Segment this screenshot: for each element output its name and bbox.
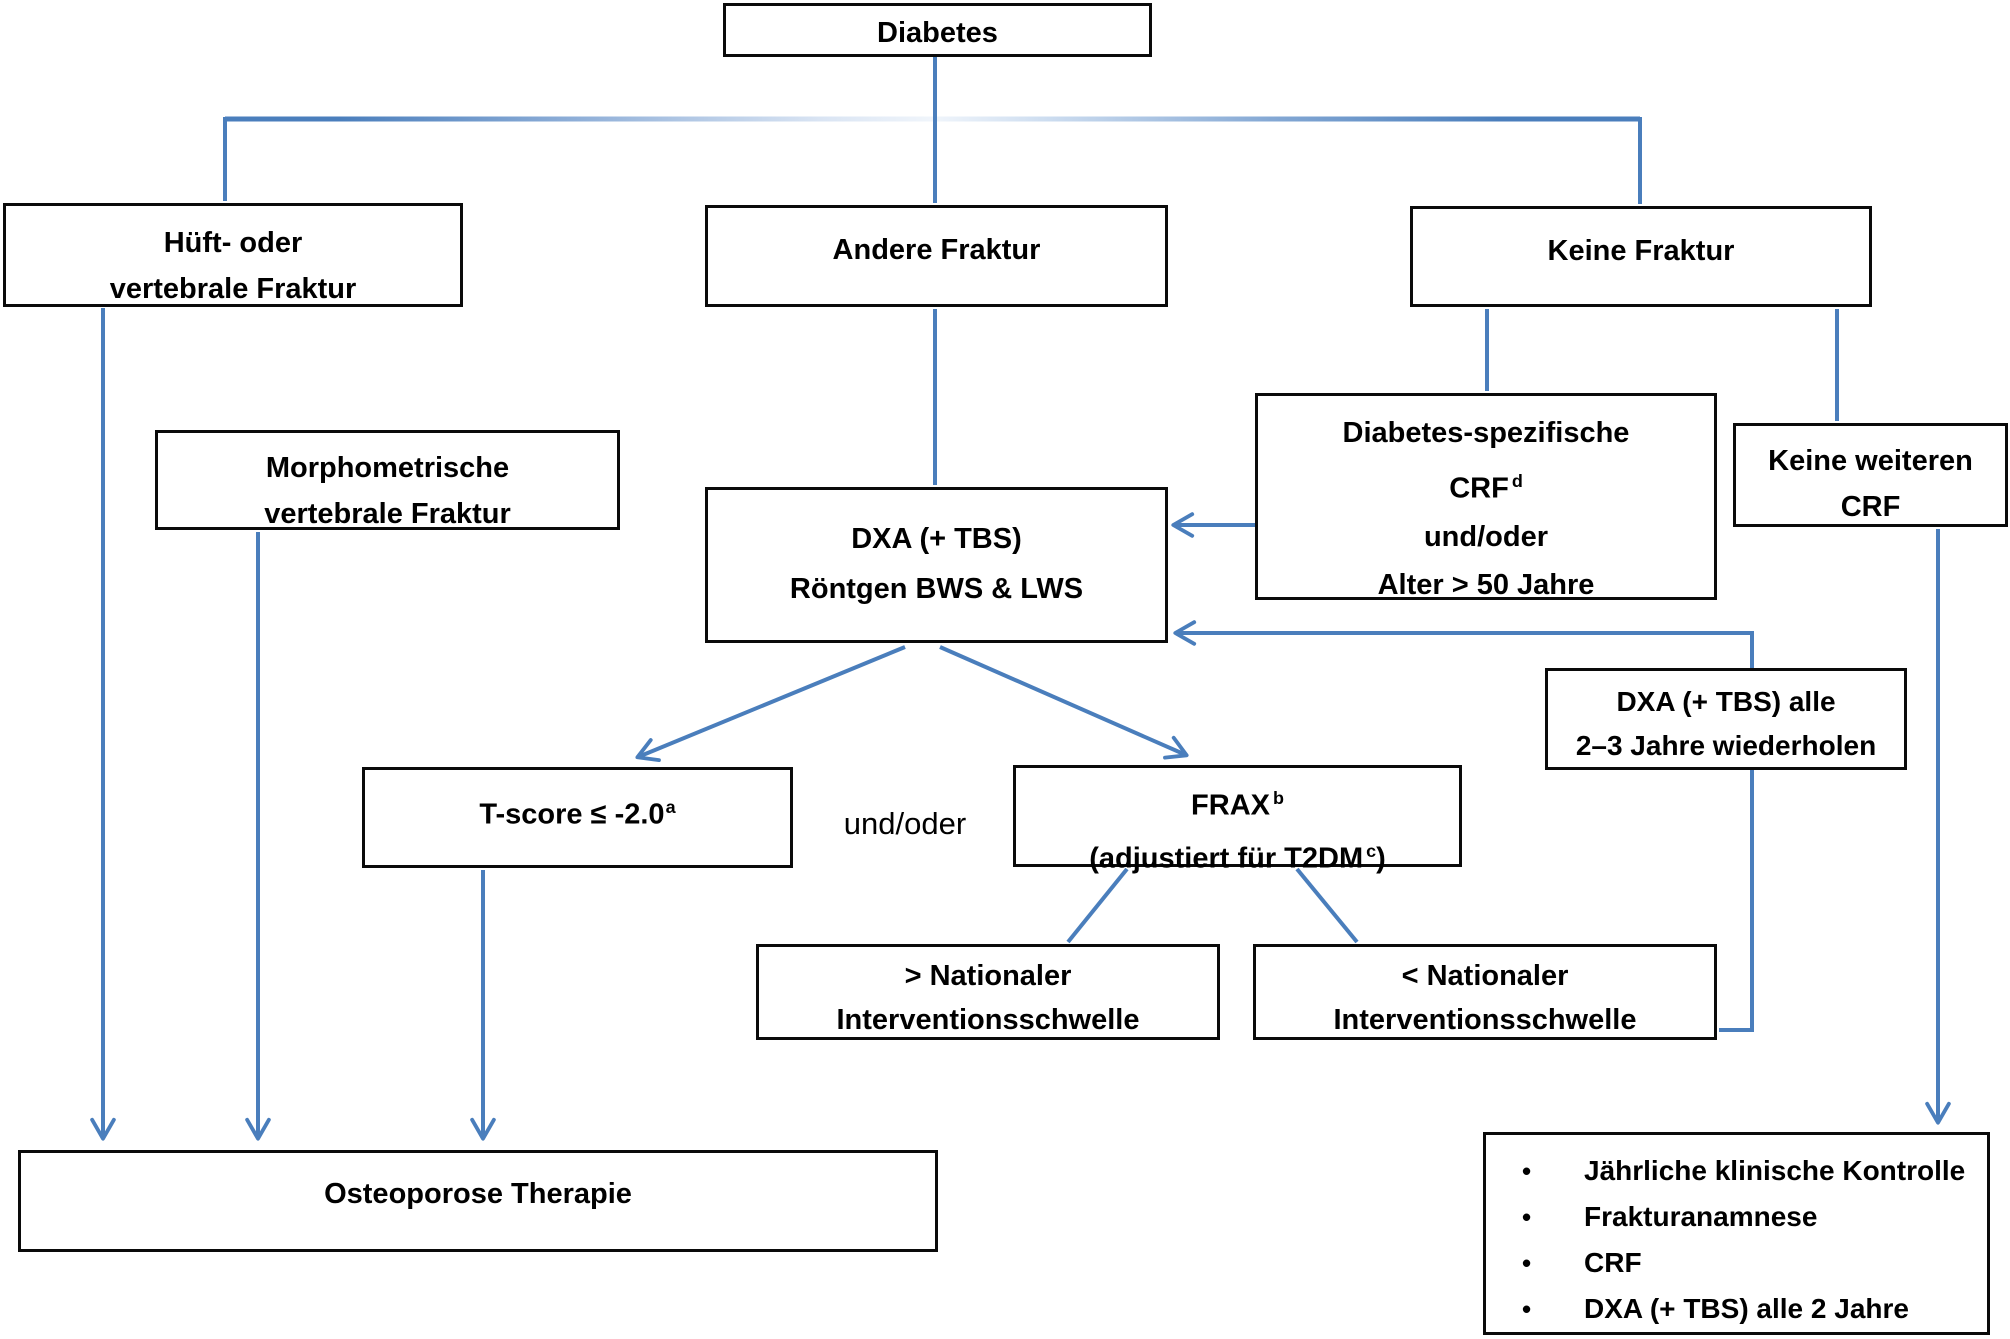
node-below-threshold-line2: Interventionsschwelle [1333, 1004, 1637, 1036]
list-item: • Jährliche klinische Kontrolle [1522, 1148, 1987, 1194]
connector-frax-to-above [1066, 867, 1129, 944]
node-morphometric-fracture: Morphometrische vertebrale Fraktur [155, 430, 620, 530]
bullet-icon: • [1522, 1248, 1532, 1278]
node-above-threshold-line1: > Nationaler [904, 960, 1072, 992]
node-osteoporosis-therapy: Osteoporose Therapie [18, 1150, 938, 1252]
list-item: • CRF [1522, 1240, 1987, 1286]
node-morphometric-line1: Morphometrische [265, 452, 510, 484]
node-diabetes-label: Diabetes [877, 17, 998, 49]
node-dxa-repeat-line2: 2–3 Jahre wiederholen [1575, 730, 1877, 761]
node-tscore: T-score ≤ -2.0a [362, 767, 793, 868]
node-other-fracture-label: Andere Fraktur [832, 234, 1041, 266]
arrow-dxa-to-tscore [635, 645, 906, 763]
node-dxa: DXA (+ TBS) Röntgen BWS & LWS [705, 487, 1168, 643]
footnote-a: a [665, 797, 676, 817]
node-hip-fracture-line1: Hüft- oder [163, 227, 303, 259]
node-dxa-repeat-line1: DXA (+ TBS) alle [1616, 686, 1836, 717]
list-item: • Frakturanamnese [1522, 1194, 1987, 1240]
node-hip-fracture: Hüft- oder vertebrale Fraktur [3, 203, 463, 307]
node-no-further-crf-line2: CRF [1840, 491, 1901, 523]
node-below-threshold: < Nationaler Interventionsschwelle [1253, 944, 1717, 1040]
followup-item-4: DXA (+ TBS) alle 2 Jahre [1584, 1293, 1909, 1324]
node-diabetes-crf-line3: und/oder [1423, 520, 1549, 553]
arrow-below-threshold-loop-to-dxa [1173, 620, 1754, 1032]
footnote-b: b [1272, 788, 1284, 808]
node-other-fracture: Andere Fraktur [705, 205, 1168, 307]
node-tscore-label: T-score ≤ -2.0a [479, 797, 676, 831]
node-hip-fracture-line2: vertebrale Fraktur [109, 273, 357, 305]
followup-item-1: Jährliche klinische Kontrolle [1584, 1155, 1966, 1186]
bullet-icon: • [1522, 1202, 1532, 1232]
bullet-icon: • [1522, 1294, 1532, 1324]
node-diabetes: Diabetes [723, 3, 1152, 57]
node-dxa-repeat: DXA (+ TBS) alle 2–3 Jahre wiederholen [1545, 668, 1907, 770]
followup-item-2: Frakturanamnese [1584, 1201, 1818, 1232]
node-dxa-line1: DXA (+ TBS) [851, 523, 1022, 555]
footnote-d: d [1511, 471, 1523, 491]
node-above-threshold: > Nationaler Interventionsschwelle [756, 944, 1220, 1040]
node-followup-list: • Jährliche klinische Kontrolle • Fraktu… [1483, 1132, 1990, 1335]
node-no-fracture-label: Keine Fraktur [1547, 235, 1735, 267]
footnote-c: c [1366, 840, 1377, 861]
connector-frax-to-below [1295, 867, 1359, 944]
node-dxa-line2: Röntgen BWS & LWS [789, 573, 1084, 605]
label-und-oder: und/oder [843, 806, 967, 841]
list-item: • DXA (+ TBS) alle 2 Jahre [1522, 1286, 1987, 1332]
node-no-fracture: Keine Fraktur [1410, 206, 1872, 307]
node-no-further-crf: Keine weiteren CRF [1733, 423, 2008, 527]
node-no-further-crf-line1: Keine weiteren [1768, 445, 1973, 477]
node-diabetes-crf-line1: Diabetes-spezifische [1342, 417, 1630, 449]
node-osteoporosis-therapy-label: Osteoporose Therapie [324, 1178, 632, 1210]
bullet-icon: • [1522, 1156, 1532, 1186]
node-diabetes-crf-line4: Alter > 50 Jahre [1377, 568, 1595, 601]
followup-item-3: CRF [1584, 1247, 1642, 1278]
node-morphometric-line2: vertebrale Fraktur [264, 498, 511, 530]
node-below-threshold-line1: < Nationaler [1401, 960, 1569, 992]
node-above-threshold-line2: Interventionsschwelle [836, 1004, 1140, 1036]
arrow-dxa-to-frax [939, 645, 1189, 760]
